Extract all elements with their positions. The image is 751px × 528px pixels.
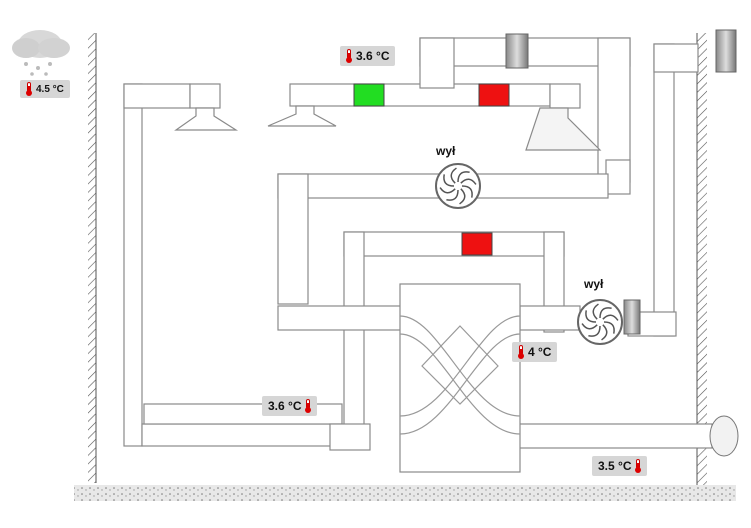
fan-blade <box>459 188 466 205</box>
wall-exhaust-cap-icon <box>709 415 739 457</box>
fan-blade <box>461 185 473 198</box>
thermometer-icon <box>518 345 524 359</box>
fan-blade <box>443 174 455 187</box>
wall-outlet-grate-icon <box>715 29 737 73</box>
fan-blade <box>599 307 612 319</box>
left-wall <box>88 33 96 483</box>
outdoor-temp-label: 4.5 °C <box>20 80 70 98</box>
fan-blade <box>457 171 470 183</box>
right-wall <box>697 33 707 488</box>
fan-blade <box>603 321 615 334</box>
fan-blade <box>439 187 456 194</box>
right-fan-icon[interactable] <box>577 299 623 345</box>
thermometer-icon <box>305 399 312 413</box>
fresh-air-temp-label: 3.6 °C <box>340 46 396 66</box>
damper-bypass-closed-indicator[interactable] <box>461 232 493 256</box>
top-fan-icon[interactable] <box>435 163 481 209</box>
exhaust-out-temp-label: 3.5 °C <box>592 456 648 476</box>
fan-blade <box>602 314 619 321</box>
supply-temp-label: 3.6 °C <box>262 396 318 416</box>
thermometer-icon <box>635 459 642 473</box>
fan-blade <box>581 323 598 330</box>
fan-blade <box>450 167 457 184</box>
fan-blade <box>601 324 608 341</box>
floor-ground <box>74 485 736 501</box>
top-fan-status: wył <box>436 144 456 158</box>
damper-closed-indicator[interactable] <box>478 83 510 107</box>
fan-blade <box>446 189 459 201</box>
right-grate-icon <box>623 299 641 335</box>
duct-network <box>123 37 713 473</box>
heat-exchanger <box>399 283 521 473</box>
fan-blade <box>588 325 601 337</box>
thermometer-icon <box>346 49 352 63</box>
exchanger-core <box>399 315 521 435</box>
top-grate-icon <box>505 33 529 69</box>
fan-blade <box>592 303 599 320</box>
snow-cloud-icon <box>12 30 70 76</box>
fan-blade <box>460 178 477 185</box>
fan-blade <box>585 310 597 323</box>
right-fan-status: wył <box>584 277 604 291</box>
thermometer-icon <box>26 82 32 96</box>
damper-open-indicator[interactable] <box>353 83 385 107</box>
exhaust-after-temp-label: 4 °C <box>512 342 558 362</box>
